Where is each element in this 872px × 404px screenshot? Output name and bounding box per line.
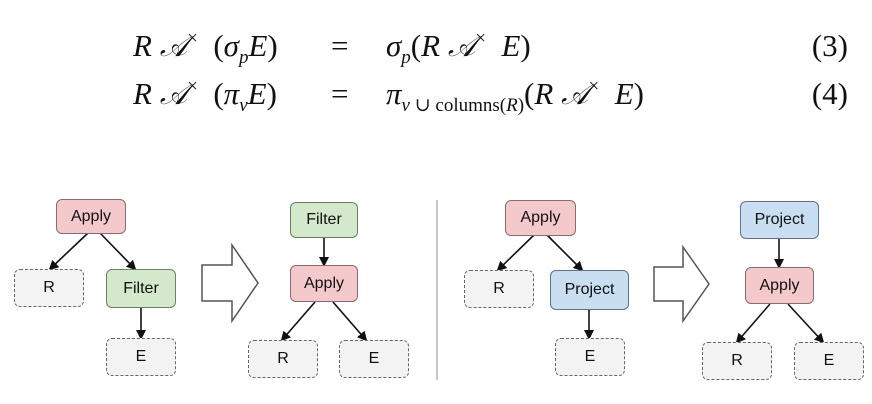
equation-4-number: (4) xyxy=(811,76,848,111)
left-before-e-node: E xyxy=(106,338,176,376)
diagram-edges xyxy=(48,200,825,380)
equation-3-equals: = xyxy=(331,28,349,63)
equation-3: R 𝒜× (σpE) = σp(R 𝒜× E) (3) xyxy=(0,24,872,68)
transform-arrow-left xyxy=(201,242,259,324)
equation-4-equals: = xyxy=(331,76,349,111)
left-before-apply-node: Apply xyxy=(56,199,126,234)
left-after-r-node: R xyxy=(248,340,318,378)
equation-4: R 𝒜× (πvE) = πv ∪ columns(R)(R 𝒜× E) (4) xyxy=(0,72,872,116)
equation-3-lhs: R 𝒜× (σpE) xyxy=(133,28,278,68)
edge-apply-to-filter xyxy=(99,232,137,271)
left-after-filter-node: Filter xyxy=(290,202,358,238)
right-before-project-node: Project xyxy=(550,270,629,310)
edge-apply-to-r-after xyxy=(280,301,316,342)
right-before-r-node: R xyxy=(464,270,534,308)
right-before-apply-node: Apply xyxy=(505,200,576,236)
right-before-e-node: E xyxy=(555,338,625,376)
right-after-apply-node: Apply xyxy=(745,267,814,304)
edge-apply-to-r-right-after xyxy=(735,303,771,344)
left-after-apply-node: Apply xyxy=(290,265,358,302)
left-before-r-node: R xyxy=(14,269,84,307)
edge-apply-to-e-right-after xyxy=(787,303,825,344)
left-after-e-node: E xyxy=(339,340,409,378)
right-after-e-node: E xyxy=(794,342,864,380)
edge-apply-to-r-right xyxy=(496,234,535,272)
left-before-filter-node: Filter xyxy=(106,269,176,308)
right-after-r-node: R xyxy=(702,342,772,380)
edge-apply-to-r xyxy=(48,232,89,271)
edge-apply-to-e-after xyxy=(332,301,368,342)
rewrite-diagram: Apply R Filter E Filter Apply R E Apply … xyxy=(0,180,872,400)
equation-4-lhs: R 𝒜× (πvE) xyxy=(133,76,277,116)
equations-block: R 𝒜× (σpE) = σp(R 𝒜× E) (3) R 𝒜× (πvE) =… xyxy=(0,0,872,130)
edge-apply-to-project xyxy=(546,234,584,272)
equation-3-number: (3) xyxy=(811,28,848,63)
transform-arrow-right xyxy=(653,244,710,324)
equation-4-rhs: πv ∪ columns(R)(R 𝒜× E) xyxy=(386,76,644,116)
equation-3-rhs: σp(R 𝒜× E) xyxy=(386,28,531,68)
right-after-project-node: Project xyxy=(740,201,819,239)
